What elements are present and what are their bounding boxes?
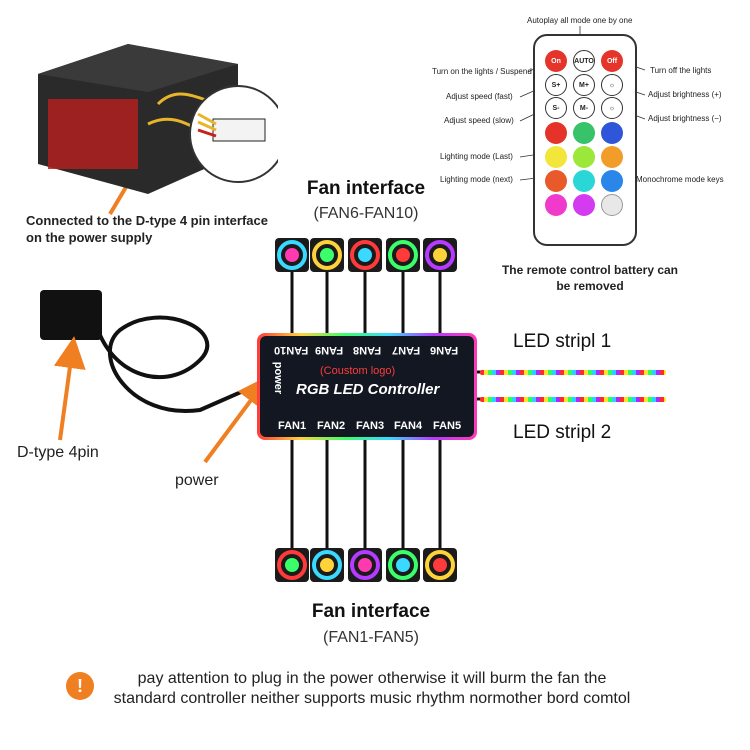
d-type-label: D-type 4pin xyxy=(17,444,99,461)
on-button[interactable]: On xyxy=(545,50,567,72)
fan-icon xyxy=(348,238,382,272)
color-key-button[interactable] xyxy=(545,146,567,168)
fan-interface-bottom-range: (FAN1-FAN5) xyxy=(322,629,419,646)
fan3-port-label: FAN3 xyxy=(356,420,385,432)
fan4-port-label: FAN4 xyxy=(394,420,423,432)
fan-interface-top-title: Fan interface xyxy=(306,178,426,199)
fan1-port-label: FAN1 xyxy=(278,420,307,432)
warning-icon: ! xyxy=(66,672,94,700)
fan-icon xyxy=(275,548,309,582)
fan-icon xyxy=(386,548,420,582)
fan-icon xyxy=(310,548,344,582)
fan-icon xyxy=(423,238,457,272)
color-key-button[interactable] xyxy=(601,122,623,144)
led-strip-2 xyxy=(480,397,666,402)
turn-on-label: Turn on the lights / Suspend xyxy=(432,67,532,76)
mode-last-small-button[interactable]: M- xyxy=(573,97,595,119)
color-key-button[interactable] xyxy=(573,146,595,168)
color-key-button[interactable] xyxy=(573,170,595,192)
mode-next-small-button[interactable]: M+ xyxy=(573,74,595,96)
color-key-button[interactable] xyxy=(573,122,595,144)
fan9-port-label: FAN9 xyxy=(315,344,344,356)
fan6-port-label: FAN6 xyxy=(430,344,459,356)
mode-next-label: Lighting mode (next) xyxy=(440,175,513,184)
brightness-up-label: Adjust brightness (+) xyxy=(648,90,722,99)
fan-icon xyxy=(310,238,344,272)
brightness-up-button[interactable]: ☼ xyxy=(601,74,623,96)
color-key-button[interactable] xyxy=(545,122,567,144)
color-key-button[interactable] xyxy=(573,194,595,216)
autoplay-label: Autoplay all mode one by one xyxy=(527,16,633,25)
fan-icon xyxy=(423,548,457,582)
color-key-button[interactable] xyxy=(545,194,567,216)
monochrome-label: Monochrome mode keys xyxy=(636,175,724,184)
fan-icon xyxy=(275,238,309,272)
controller-title: RGB LED Controller xyxy=(296,381,440,398)
fan10-port-label: FAN10 xyxy=(274,344,309,356)
mode-last-label: Lighting mode (Last) xyxy=(440,152,513,161)
fan5-port-label: FAN5 xyxy=(433,420,462,432)
led-strip-1-label: LED stripl 1 xyxy=(513,331,612,352)
color-key-button[interactable] xyxy=(601,146,623,168)
speed-down-button[interactable]: S- xyxy=(545,97,567,119)
controller-power-port: power xyxy=(272,361,285,395)
off-button[interactable]: Off xyxy=(601,50,623,72)
led-strip-2-label: LED stripl 2 xyxy=(513,422,612,443)
remote-battery-note: The remote control battery can be remove… xyxy=(501,263,679,293)
power-supply-image xyxy=(38,44,287,194)
color-key-button[interactable] xyxy=(545,170,567,192)
auto-button[interactable]: AUTO xyxy=(573,50,595,72)
warning-note: pay attention to plug in the power other… xyxy=(113,670,631,707)
fan-interface-top-range: (FAN6-FAN10) xyxy=(313,205,419,222)
speed-fast-label: Adjust speed (fast) xyxy=(446,92,513,101)
rgb-led-controller: FAN10 FAN9 FAN8 FAN7 FAN6 (Coustom logo)… xyxy=(257,333,477,440)
fan-icon xyxy=(386,238,420,272)
fan-icon xyxy=(348,548,382,582)
speed-slow-label: Adjust speed (slow) xyxy=(444,116,514,125)
power-label: power xyxy=(175,472,219,489)
brightness-down-button[interactable]: ☼ xyxy=(601,97,623,119)
led-strip-1 xyxy=(480,370,666,375)
color-key-button[interactable] xyxy=(601,170,623,192)
custom-logo-text: (Coustom logo) xyxy=(320,365,396,377)
fan7-port-label: FAN7 xyxy=(392,344,421,356)
brightness-down-label: Adjust brightness (−) xyxy=(648,114,722,123)
speed-up-button[interactable]: S+ xyxy=(545,74,567,96)
fan2-port-label: FAN2 xyxy=(317,420,346,432)
fan-interface-bottom-title: Fan interface xyxy=(311,601,431,622)
fan8-port-label: FAN8 xyxy=(353,344,382,356)
psu-connection-label: Connected to the D-type 4 pin interface … xyxy=(26,213,268,245)
remote-control: On AUTO Off S+ M+ ☼ S- M- ☼ xyxy=(533,34,637,246)
color-key-button[interactable] xyxy=(601,194,623,216)
turn-off-label: Turn off the lights xyxy=(650,66,712,75)
